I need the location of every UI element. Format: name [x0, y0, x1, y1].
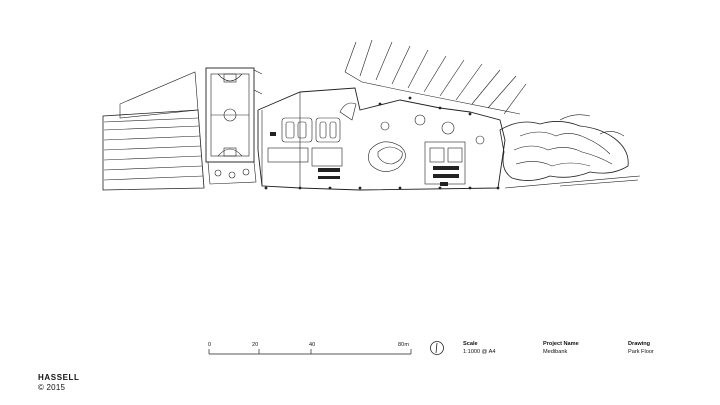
scale-value: 1:1000 @ A4 — [463, 349, 496, 355]
drawing-value: Park Floor — [628, 349, 654, 355]
project-info: Project Name Medibank — [543, 340, 579, 356]
firm-name: HASSELL — [38, 373, 80, 382]
firm-credit: HASSELL © 2015 — [38, 373, 80, 393]
scale-tick-0: 0 — [208, 342, 212, 348]
plan-sports-court — [205, 67, 263, 185]
scale-info: Scale 1:1000 @ A4 — [463, 340, 495, 356]
project-label: Project Name — [543, 341, 579, 347]
plan-solid-fills — [264, 96, 500, 190]
scale-tick-80: 80m — [398, 342, 409, 348]
project-value: Medibank — [543, 349, 568, 355]
plan-left-block — [102, 71, 205, 191]
plan-main-outline — [257, 87, 506, 191]
scale-tick-40: 40 — [309, 342, 316, 348]
scale-label: Scale — [463, 341, 478, 347]
north-arrow-icon — [430, 341, 444, 355]
plan-interior-rooms — [267, 102, 485, 185]
plan-landscape — [499, 114, 641, 189]
drawing-label: Drawing — [628, 341, 651, 347]
drawing-info: Drawing Park Floor — [628, 340, 654, 356]
scale-bar-graphic — [208, 349, 412, 355]
plan-roof-fins — [344, 39, 527, 115]
scale-bar: 0 20 40 80m — [208, 342, 412, 356]
copyright: © 2015 — [38, 383, 66, 392]
scale-tick-20: 20 — [252, 342, 259, 348]
